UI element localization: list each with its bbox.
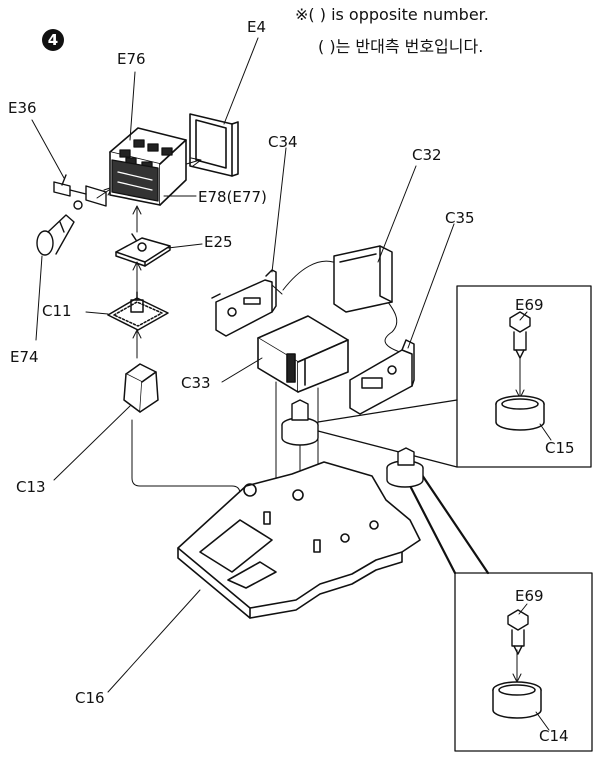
detail-box-c15 xyxy=(456,285,592,468)
callout-lines xyxy=(317,399,490,575)
part-e74 xyxy=(36,214,75,256)
label-e76: E76 xyxy=(117,50,146,68)
label-c13: C13 xyxy=(16,478,46,496)
label-c16: C16 xyxy=(75,689,105,707)
label-c15: C15 xyxy=(545,439,575,457)
label-c34: C34 xyxy=(268,133,298,151)
label-c32: C32 xyxy=(412,146,442,164)
detail-e69-bottom xyxy=(507,609,529,655)
part-boss-c15 xyxy=(281,399,319,446)
part-c13 xyxy=(123,363,159,413)
detail-e69-top xyxy=(509,311,531,359)
detail-c15-socket xyxy=(495,395,545,431)
part-c16-base xyxy=(177,461,421,619)
part-c11 xyxy=(107,291,169,331)
label-c11: C11 xyxy=(42,302,72,320)
label-e78: E78(E77) xyxy=(198,188,267,206)
part-e36 xyxy=(53,174,107,210)
note-english: ※( ) is opposite number. xyxy=(295,5,489,24)
leader-lines xyxy=(31,37,552,731)
label-c14: C14 xyxy=(539,727,569,745)
label-e69-top: E69 xyxy=(515,296,544,314)
part-c34 xyxy=(211,269,277,337)
label-e36: E36 xyxy=(8,99,37,117)
label-c33: C33 xyxy=(181,374,211,392)
part-c33 xyxy=(257,315,349,393)
part-c35 xyxy=(349,339,415,415)
part-boss-c14 xyxy=(386,447,424,488)
part-e76 xyxy=(109,127,187,206)
label-e69-bottom: E69 xyxy=(515,587,544,605)
note-korean: ( )는 반대측 번호입니다. xyxy=(318,37,484,56)
label-c35: C35 xyxy=(445,209,475,227)
part-e25 xyxy=(115,233,171,267)
label-e25: E25 xyxy=(204,233,233,251)
detail-c14-socket xyxy=(492,681,542,719)
step-number-badge: 4 xyxy=(42,29,64,51)
part-c32 xyxy=(333,245,393,313)
part-e4 xyxy=(189,113,239,177)
label-e4: E4 xyxy=(247,18,267,36)
label-e74: E74 xyxy=(10,348,39,366)
detail-box-c14 xyxy=(454,572,593,752)
